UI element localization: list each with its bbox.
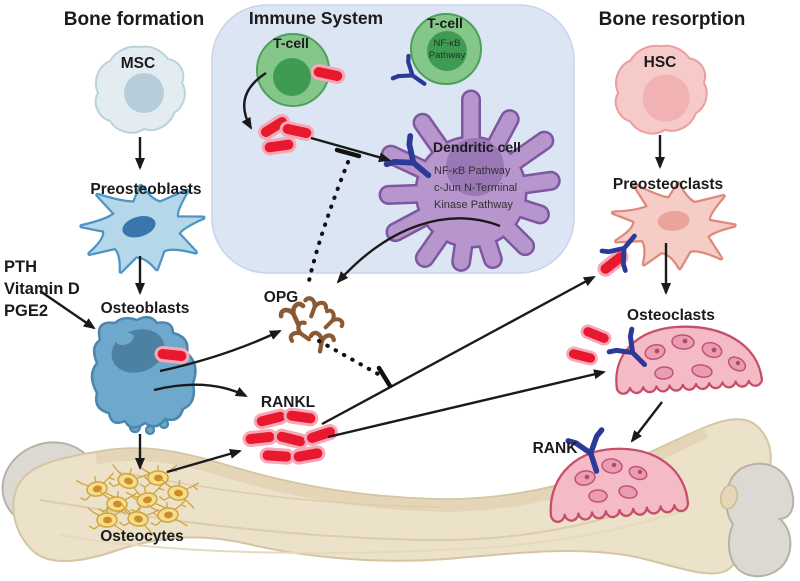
- label-hsc: HSC: [644, 54, 677, 71]
- dendritic-cell: [381, 92, 559, 270]
- inhibition-dotted-line-opg-upper: [307, 160, 350, 283]
- title-bone-resorption: Bone resorption: [599, 9, 746, 30]
- opg-molecule: [301, 297, 327, 320]
- rankl-pill: [252, 407, 290, 431]
- preosteoclast-nucleus: [657, 210, 690, 231]
- rankl-pill: [272, 427, 310, 451]
- osteoclast-nucleoli: [584, 462, 643, 480]
- opg-molecule: [316, 306, 347, 337]
- label-rankl: RANKL: [261, 394, 315, 411]
- label-tcell-pathway-line1: NF-κB: [434, 38, 461, 49]
- arrow-osteocytes-to-rankl: [166, 448, 242, 474]
- label-tcell-pathway-line2: Pathway: [429, 50, 466, 61]
- label-osteoblasts: Osteoblasts: [101, 300, 190, 317]
- rankl-pill: [241, 428, 279, 448]
- bone-streak: [59, 511, 681, 554]
- label-osteocytes: Osteocytes: [100, 528, 184, 545]
- msc-cell: [94, 45, 186, 134]
- preosteoblast-nucleus: [122, 216, 156, 238]
- title-bone-formation: Bone formation: [64, 9, 204, 30]
- arrow-rankl-to-preosteoclast: [321, 275, 596, 426]
- label-dendritic-pathway-1: NF-κB Pathway: [434, 165, 511, 177]
- tcell-left-nucleus: [273, 58, 311, 96]
- label-dendritic-pathway-3: Kinase Pathway: [434, 199, 513, 211]
- label-tcell-left: T-cell: [273, 35, 309, 51]
- inhibition-tbar-lower: [376, 365, 393, 389]
- hsc-cell: [614, 44, 708, 135]
- label-rank: RANK: [533, 440, 579, 457]
- osteoclast-nucleoli: [654, 338, 741, 366]
- dendritic-nucleus: [446, 138, 504, 196]
- msc-nucleus: [124, 73, 164, 113]
- rankl-pill: [260, 135, 298, 157]
- inhibition-dotted-line-opg-lower: [317, 339, 380, 376]
- bone-foramen: [720, 484, 738, 510]
- label-dendritic-cell: Dendritic cell: [433, 139, 521, 155]
- arrow-osteoblast-to-rankl: [153, 383, 248, 398]
- osteoblast-nucleolus: [116, 332, 134, 346]
- rankl-pill: [578, 322, 614, 348]
- osteoclast-body: [615, 325, 764, 395]
- preosteoclast-cell: [608, 177, 738, 273]
- preosteoblast-cell: [79, 182, 207, 274]
- rankl-pill: [259, 446, 295, 466]
- label-dendritic-pathway-2: c-Jun N-Terminal: [434, 182, 517, 194]
- bone-right-cartilage: [725, 462, 795, 578]
- tcell-right: [410, 13, 482, 85]
- rankl-pill: [564, 345, 600, 367]
- labels: Bone formation Immune System Bone resorp…: [4, 8, 745, 545]
- rankl-pill: [153, 345, 191, 365]
- arrow-osteoblast-to-opg: [159, 329, 282, 373]
- arrow-tcell-secretion: [241, 71, 267, 130]
- inhibition-tbar-upper: [334, 147, 362, 159]
- osteoclast-cell: [615, 325, 764, 395]
- rankl-cluster: [241, 406, 340, 466]
- label-preosteoblasts: Preosteoblasts: [90, 181, 201, 198]
- label-tcell-right: T-cell: [427, 15, 463, 31]
- label-vitamin-d: Vitamin D: [4, 280, 80, 298]
- arrow-rankl-to-osteoclast: [327, 369, 606, 439]
- title-immune-system: Immune System: [249, 8, 383, 28]
- osteoblast-cell: [90, 315, 197, 436]
- arrow-dendritic-to-opg: [336, 217, 501, 284]
- label-pth: PTH: [4, 258, 37, 276]
- hsc-nucleus: [642, 74, 690, 122]
- label-osteoclasts: Osteoclasts: [627, 307, 715, 324]
- opg-molecule: [279, 302, 309, 329]
- connectors: [39, 71, 671, 474]
- arrow-osteoclast-to-bone: [630, 401, 663, 443]
- arrow-stimulators-to-osteoblast: [39, 290, 96, 330]
- label-msc: MSC: [121, 55, 155, 72]
- tcell-right-nucleus: [427, 31, 467, 71]
- opg-molecule: [309, 332, 335, 353]
- label-pge2: PGE2: [4, 302, 48, 320]
- arrow-rankl-to-dendritic: [310, 136, 391, 163]
- label-preosteoclasts: Preosteoclasts: [613, 176, 723, 193]
- rankl-pill: [289, 444, 327, 466]
- osteoclast-on-bone: [549, 447, 690, 523]
- osteoclast-nuclei: [644, 334, 747, 380]
- osteoclast-body: [549, 447, 690, 523]
- label-opg: OPG: [264, 289, 298, 306]
